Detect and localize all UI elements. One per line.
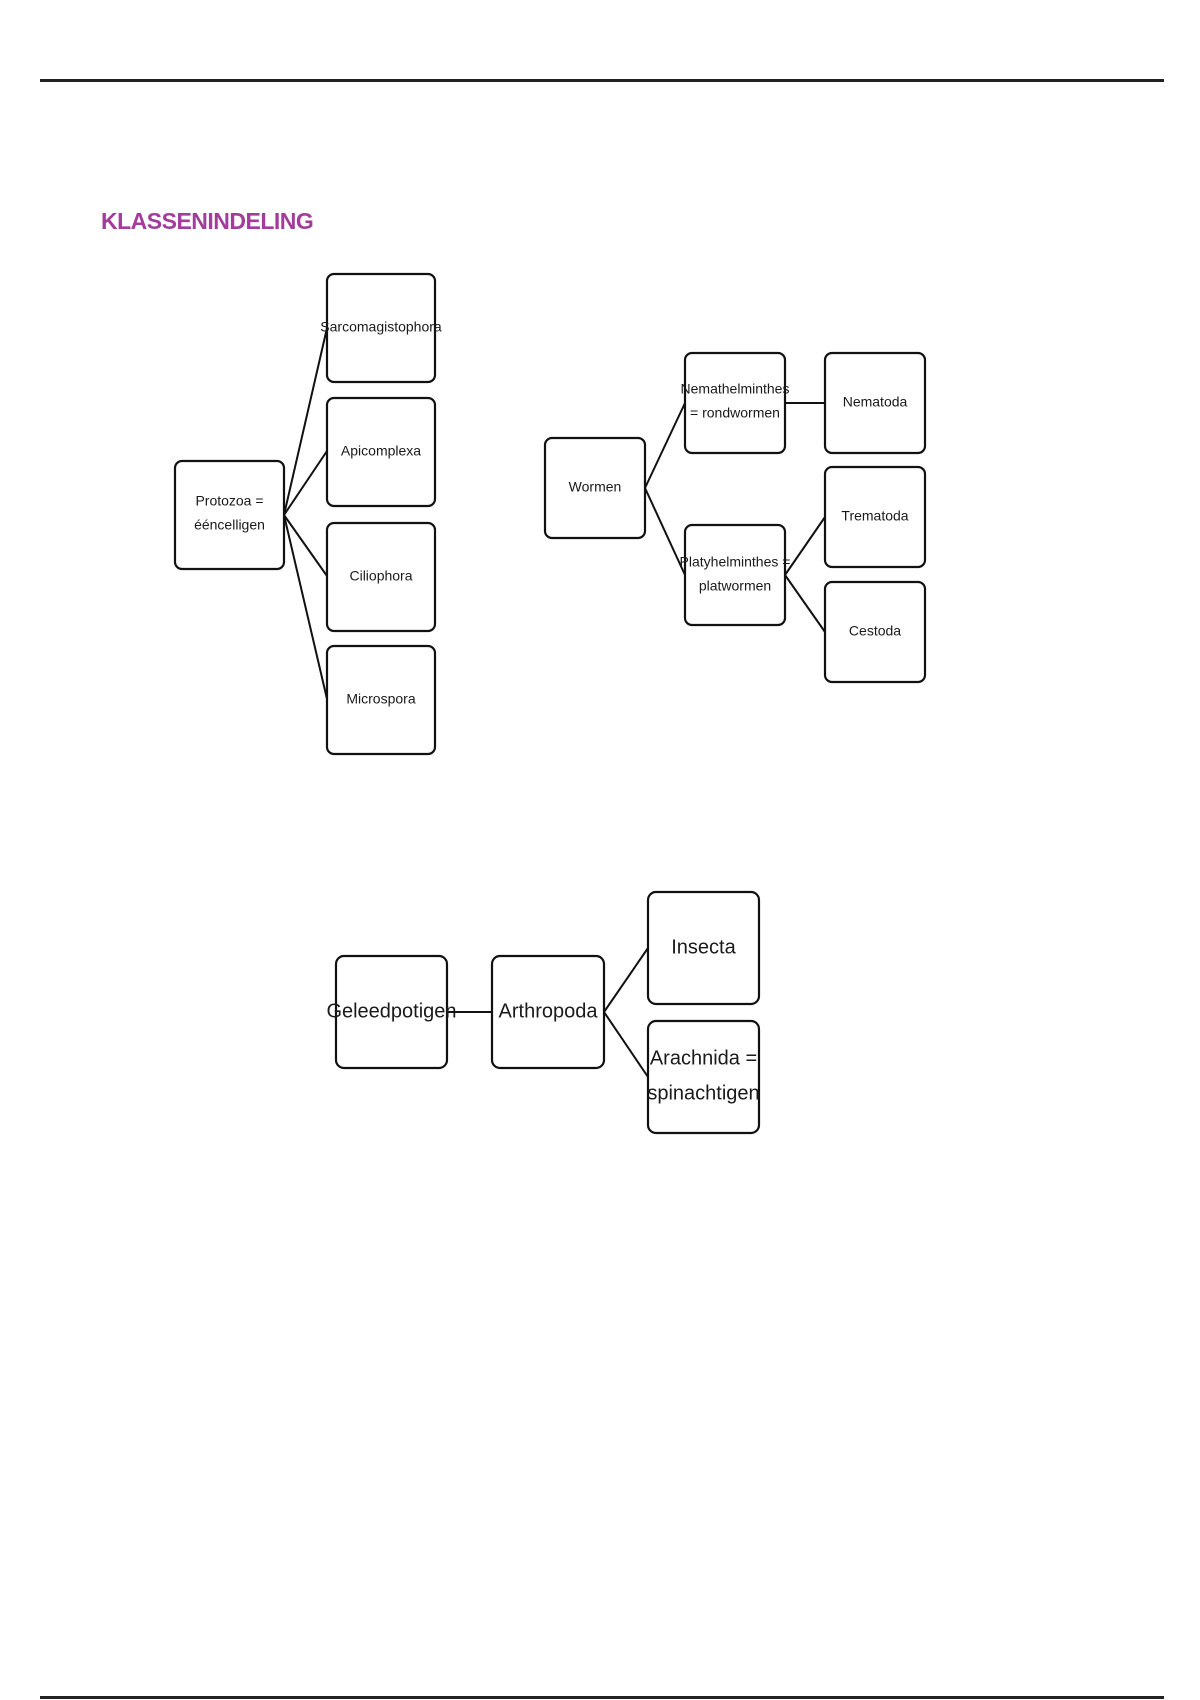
node-insecta: Insecta: [646, 890, 761, 1006]
node-geleedpotigen-label: Geleedpotigen: [326, 1000, 456, 1022]
node-trematoda-label: Trematoda: [841, 508, 908, 524]
page-heading: KLASSENINDELING: [101, 208, 314, 234]
edge-protozoa-sarcomagistophora: [283, 327, 328, 516]
node-platyhelminthes-line2: platwormen: [699, 578, 771, 594]
node-arachnida-line2: spinachtigen: [647, 1082, 759, 1104]
node-apicomplexa: Apicomplexa: [325, 396, 437, 508]
node-sarcomagistophora: Sarcomagistophora: [320, 272, 442, 384]
node-cestoda: Cestoda: [823, 580, 927, 684]
node-insecta-label: Insecta: [671, 936, 736, 958]
node-geleedpotigen: Geleedpotigen: [326, 954, 457, 1070]
node-arachnida: Arachnida = spinachtigen: [646, 1019, 761, 1135]
edge-protozoa-ciliophora: [283, 514, 328, 577]
node-protozoa-line1: Protozoa =: [195, 493, 263, 509]
node-arthropoda: Arthropoda: [490, 954, 606, 1070]
bottom-rule: [40, 1696, 1164, 1699]
edge-wormen-platyhelminthes: [644, 487, 686, 576]
node-nemathelminthes-line1: Nemathelminthes: [681, 381, 790, 397]
node-ciliophora: Ciliophora: [325, 521, 437, 633]
protozoa-diagram: Protozoa = ééncelligen Sarcomagistophora…: [173, 272, 442, 756]
node-arachnida-line1: Arachnida =: [650, 1047, 757, 1069]
node-protozoa-line2: ééncelligen: [194, 517, 265, 533]
node-wormen-label: Wormen: [569, 479, 622, 495]
node-cestoda-label: Cestoda: [849, 623, 901, 639]
node-platyhelminthes: Platyhelminthes = platwormen: [680, 523, 791, 627]
top-rule: [40, 79, 1164, 82]
node-microspora: Microspora: [325, 644, 437, 756]
wormen-diagram: Wormen Nemathelminthes = rondwormen Nema…: [543, 351, 927, 684]
edge-platyhelminthes-trematoda: [784, 516, 826, 576]
edge-arthropoda-arachnida: [603, 1011, 649, 1078]
node-nematoda-label: Nematoda: [843, 394, 908, 410]
edge-platyhelminthes-cestoda: [784, 574, 826, 633]
node-platyhelminthes-line1: Platyhelminthes =: [680, 554, 791, 570]
edge-arthropoda-insecta: [603, 947, 649, 1013]
node-nemathelminthes-line2: = rondwormen: [690, 405, 780, 421]
node-apicomplexa-label: Apicomplexa: [341, 443, 421, 459]
node-ciliophora-label: Ciliophora: [349, 568, 412, 584]
edge-protozoa-microspora: [283, 514, 328, 700]
node-trematoda: Trematoda: [823, 465, 927, 569]
node-nemathelminthes: Nemathelminthes = rondwormen: [681, 351, 790, 455]
node-protozoa: Protozoa = ééncelligen: [173, 459, 286, 571]
node-microspora-label: Microspora: [346, 691, 415, 707]
node-wormen: Wormen: [543, 436, 647, 540]
node-nematoda: Nematoda: [823, 351, 927, 455]
edge-wormen-nemathelminthes: [644, 402, 686, 489]
node-arthropoda-label: Arthropoda: [499, 1000, 599, 1022]
node-sarcomagistophora-label: Sarcomagistophora: [320, 319, 442, 335]
edge-protozoa-apicomplexa: [283, 450, 328, 516]
geleedpotigen-diagram: Geleedpotigen Arthropoda Insecta Arachni…: [326, 890, 761, 1135]
